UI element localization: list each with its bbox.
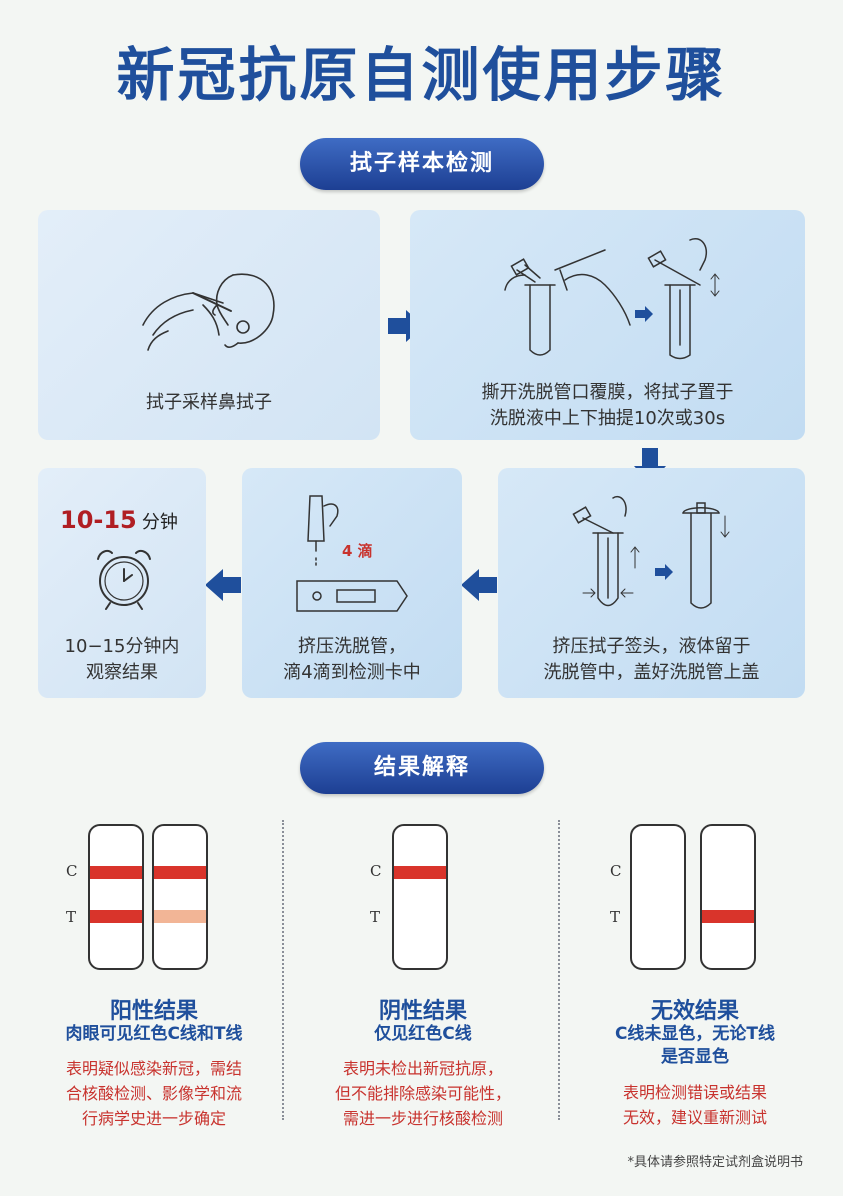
step-5-card: 10-15 分钟 10−15分钟内 观察结果 bbox=[38, 468, 206, 698]
divider bbox=[282, 820, 284, 1120]
result-negative-desc-line3: 需进一步进行核酸检测 bbox=[342, 1109, 503, 1128]
result-negative-title: 阴性结果 bbox=[378, 999, 467, 1024]
alarm-clock-icon bbox=[97, 550, 151, 610]
step-2-card: 撕开洗脱管口覆膜，将拭子置于 洗脱液中上下抽提10次或30s bbox=[410, 210, 805, 440]
section-label-results: 结果解释 bbox=[300, 742, 544, 794]
test-strip-negative bbox=[392, 824, 448, 970]
step-5-caption-line1: 10−15分钟内 bbox=[64, 636, 180, 657]
step-4-caption-line2: 滴4滴到检测卡中 bbox=[283, 662, 421, 683]
c-line-label: C bbox=[370, 862, 382, 880]
c-line bbox=[154, 866, 206, 879]
step-5-caption-line2: 观察结果 bbox=[86, 662, 158, 683]
tube-swab-illustration bbox=[504, 238, 720, 360]
result-negative-desc-line1: 表明未检出新冠抗原， bbox=[342, 1059, 503, 1078]
t-line-label: T bbox=[610, 908, 621, 926]
result-invalid-subtitle-line1: C线未显色，无论T线 bbox=[614, 1024, 776, 1044]
step-2-caption-line2: 洗脱液中上下抽提10次或30s bbox=[489, 408, 726, 429]
result-invalid-subtitle-line2: 是否显色 bbox=[661, 1047, 729, 1067]
result-negative-desc-line2: 但不能排除感染可能性， bbox=[334, 1084, 511, 1103]
result-invalid-title: 无效结果 bbox=[650, 999, 739, 1024]
result-invalid-desc-line1: 表明检测错误或结果 bbox=[622, 1083, 767, 1102]
drop-count-label: 4 滴 bbox=[342, 542, 373, 560]
c-line-label: C bbox=[66, 862, 78, 880]
step-3-caption-line1: 挤压拭子签头，液体留于 bbox=[552, 636, 751, 657]
test-strip-positive-strong bbox=[88, 824, 144, 970]
t-line-label: T bbox=[370, 908, 381, 926]
result-positive-subtitle: 肉眼可见红色C线和T线 bbox=[65, 1024, 243, 1044]
t-line-label: T bbox=[66, 908, 77, 926]
arrow-left-icon bbox=[461, 569, 497, 601]
result-positive-desc-line1: 表明疑似感染新冠，需结 bbox=[65, 1059, 242, 1078]
arrow-left-icon bbox=[205, 569, 241, 601]
result-positive-title: 阳性结果 bbox=[109, 999, 198, 1024]
time-label: 10-15 分钟 bbox=[60, 506, 178, 534]
c-line bbox=[394, 866, 446, 879]
step-4-caption-line1: 挤压洗脱管， bbox=[298, 636, 406, 657]
squeeze-swab-illustration bbox=[572, 496, 730, 609]
step-2-caption-line1: 撕开洗脱管口覆膜，将拭子置于 bbox=[481, 382, 734, 403]
step-3-card: 挤压拭子签头，液体留于 洗脱管中，盖好洗脱管上盖 bbox=[498, 468, 805, 698]
test-strip-invalid-blank bbox=[630, 824, 686, 970]
t-line bbox=[702, 910, 754, 923]
test-strip-invalid-t-only bbox=[700, 824, 756, 970]
c-line bbox=[90, 866, 142, 879]
time-unit: 分钟 bbox=[141, 512, 178, 533]
divider bbox=[558, 820, 560, 1120]
test-strip-positive-faint bbox=[152, 824, 208, 970]
result-positive-desc-line2: 合核酸检测、影像学和流 bbox=[65, 1084, 242, 1103]
footnote: *具体请参照特定试剂盒说明书 bbox=[627, 1155, 803, 1170]
time-number: 10-15 bbox=[60, 506, 137, 534]
result-positive-desc-line3: 行病学史进一步确定 bbox=[81, 1109, 226, 1128]
c-line-label: C bbox=[610, 862, 622, 880]
result-negative-subtitle: 仅见红色C线 bbox=[374, 1024, 472, 1044]
step-1-card: 拭子采样鼻拭子 bbox=[38, 210, 380, 440]
step-4-card: 4 滴 挤压洗脱管， 滴4滴到检测卡中 bbox=[242, 468, 462, 698]
t-line-faint bbox=[154, 910, 206, 923]
nasal-swab-illustration bbox=[142, 273, 275, 351]
step-1-caption: 拭子采样鼻拭子 bbox=[146, 392, 272, 413]
test-card-illustration bbox=[296, 495, 408, 612]
page-title: 新冠抗原自测使用步骤 bbox=[116, 41, 727, 109]
step-3-caption-line2: 洗脱管中，盖好洗脱管上盖 bbox=[543, 662, 760, 683]
result-invalid-desc-line2: 无效，建议重新测试 bbox=[622, 1108, 767, 1127]
section-label-swab: 拭子样本检测 bbox=[300, 138, 544, 190]
t-line bbox=[90, 910, 142, 923]
